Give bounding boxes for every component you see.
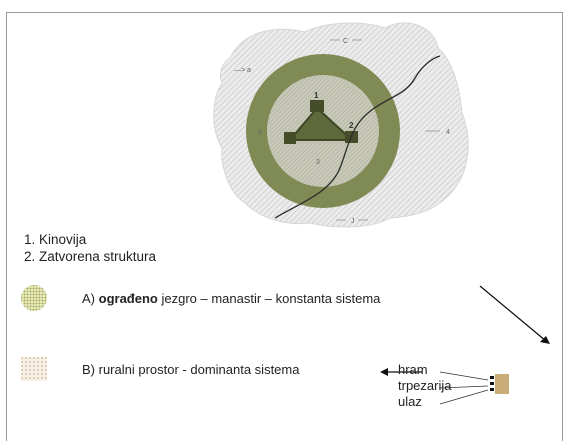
legend-b-text: B) ruralni prostor - dominanta sistema xyxy=(82,362,300,377)
dim-label-3b: 3 xyxy=(316,159,320,166)
annotation-hram: hram xyxy=(398,362,428,377)
node-1-square xyxy=(310,100,324,112)
monastery-core-triangle xyxy=(287,106,355,141)
legend-a-rest: jezgro – manastir – konstanta sistema xyxy=(157,291,381,306)
node-3-square xyxy=(284,132,296,144)
dim-label-4: 4 xyxy=(446,129,450,136)
legend-a-prefix: A) xyxy=(82,291,99,306)
list-item-kinovija: 1. Kinovija xyxy=(24,232,87,247)
legend-a-text: A) ograđeno jezgro – manastir – konstant… xyxy=(82,291,380,306)
annotation-ulaz: ulaz xyxy=(398,394,422,409)
list-item-zatvorena-struktura: 2. Zatvorena struktura xyxy=(24,249,157,264)
legend-a-swatch xyxy=(21,285,47,311)
annotation-trpezarija: trpezarija xyxy=(398,378,452,393)
dim-label-3: 3 xyxy=(258,129,262,136)
dim-label-c: C xyxy=(343,38,348,45)
annotation-arrows xyxy=(380,285,550,405)
legend-a-bold: ograđeno xyxy=(98,291,158,306)
road-line xyxy=(274,55,441,219)
dim-label-arrow: —> a xyxy=(234,67,251,74)
node-2-label: 2 xyxy=(349,121,354,130)
monastery-plan-diagram: 1 2 C —> a 3 4 J 3 xyxy=(213,22,469,228)
dim-label-j: J xyxy=(351,218,355,225)
figure-frame xyxy=(6,12,563,441)
legend-b-swatch xyxy=(21,357,47,381)
node-1-label: 1 xyxy=(314,91,319,100)
